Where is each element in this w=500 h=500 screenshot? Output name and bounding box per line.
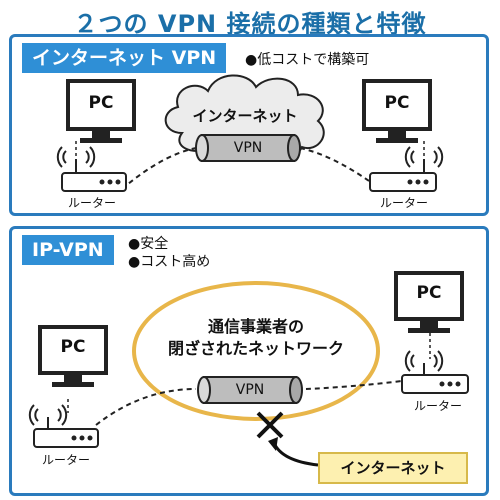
ip-vpn-pipe-label: VPN (235, 382, 265, 398)
left-pc-icon (66, 79, 136, 143)
ip-right-router-icon (401, 350, 469, 394)
internet-vpn-feature-cost: ●低コストで構築可 (245, 52, 370, 68)
left-pc-label: PC (88, 93, 114, 113)
internet-box-label: インターネット (318, 452, 468, 484)
right-pc-icon (362, 79, 432, 143)
ip-link-left-dashed (95, 388, 197, 426)
ip-vpn-tag: IP-VPN (22, 235, 114, 265)
blocked-arrow-icon (268, 437, 319, 467)
ip-vpn-tunnel-icon (197, 376, 303, 404)
ip-left-pc-label: PC (60, 337, 86, 357)
right-router-icon (369, 146, 444, 192)
right-pc-label: PC (384, 93, 410, 113)
right-router-label: ルーター (379, 196, 428, 210)
network-label-line2: 閉ざされたネットワーク (167, 339, 344, 358)
vpn-pipe-label: VPN (233, 140, 263, 156)
ip-vpn-feature-safe: ●安全 (128, 236, 169, 252)
ip-right-pc-label: PC (416, 283, 442, 303)
link-right-dashed (299, 147, 373, 184)
ip-right-router-label: ルーター (413, 399, 462, 413)
internet-vpn-tag: インターネット VPN (22, 43, 227, 73)
ip-left-router-label: ルーター (41, 453, 90, 467)
ip-right-pc-icon (394, 271, 464, 333)
blocked-x-icon (256, 411, 284, 439)
ip-vpn-panel: IP-VPN ●安全 ●コスト高め (9, 226, 489, 496)
ip-left-pc-icon (38, 325, 108, 387)
link-left-dashed (121, 147, 197, 190)
ip-vpn-feature-cost: ●コスト高め (128, 254, 211, 270)
ip-left-router-icon (28, 404, 99, 448)
carrier-network-ellipse (132, 281, 380, 421)
vpn-tunnel-icon (195, 134, 301, 162)
ip-link-right-dashed (305, 380, 403, 390)
ip-vpn-diagram (28, 271, 469, 467)
page-title: ２つの VPN 接続の種類と特徴 (73, 10, 427, 38)
cloud-label: インターネット (192, 107, 298, 125)
internet-vpn-panel: インターネット VPN ●低コストで構築可 (9, 34, 489, 216)
left-router-icon (56, 146, 127, 192)
network-label-line1: 通信事業者の (207, 317, 304, 336)
internet-vpn-diagram (56, 74, 444, 192)
left-router-label: ルーター (67, 196, 116, 210)
